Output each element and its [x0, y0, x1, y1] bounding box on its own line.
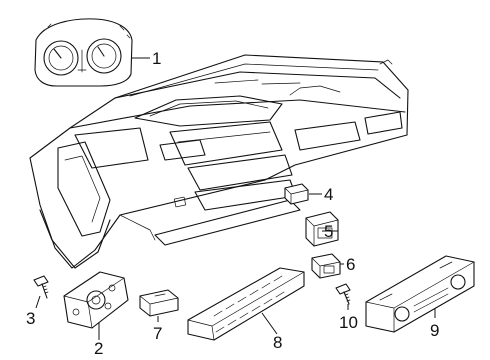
- callout-7: 7: [153, 324, 162, 343]
- screw-part-10: [335, 283, 351, 305]
- instrument-cluster: [34, 18, 133, 87]
- leader-lines: [35, 57, 436, 340]
- callout-3: 3: [26, 309, 35, 328]
- callout-1: 1: [152, 49, 161, 68]
- switch-part-7: [139, 289, 179, 317]
- callout-2: 2: [94, 339, 103, 358]
- screw-part-3: [33, 275, 49, 299]
- leader-3: [35, 295, 41, 309]
- callout-4: 4: [324, 185, 333, 204]
- leader-8: [261, 312, 278, 335]
- callout-10: 10: [339, 313, 358, 332]
- switch-part-5: [305, 211, 339, 247]
- callouts: 1 2 3 4 5 6 7 8 9 10: [26, 49, 439, 358]
- switch-part-4: [284, 183, 309, 205]
- switch-part-6: [311, 253, 341, 279]
- callout-6: 6: [346, 255, 355, 274]
- switch-panel-part-8: [187, 267, 305, 341]
- climate-control-part-9: [365, 255, 475, 333]
- light-switch-part-2: [63, 271, 129, 329]
- callout-9: 9: [430, 321, 439, 340]
- callout-5: 5: [324, 222, 333, 241]
- dashboard-panel: [29, 54, 409, 269]
- callout-8: 8: [273, 333, 282, 352]
